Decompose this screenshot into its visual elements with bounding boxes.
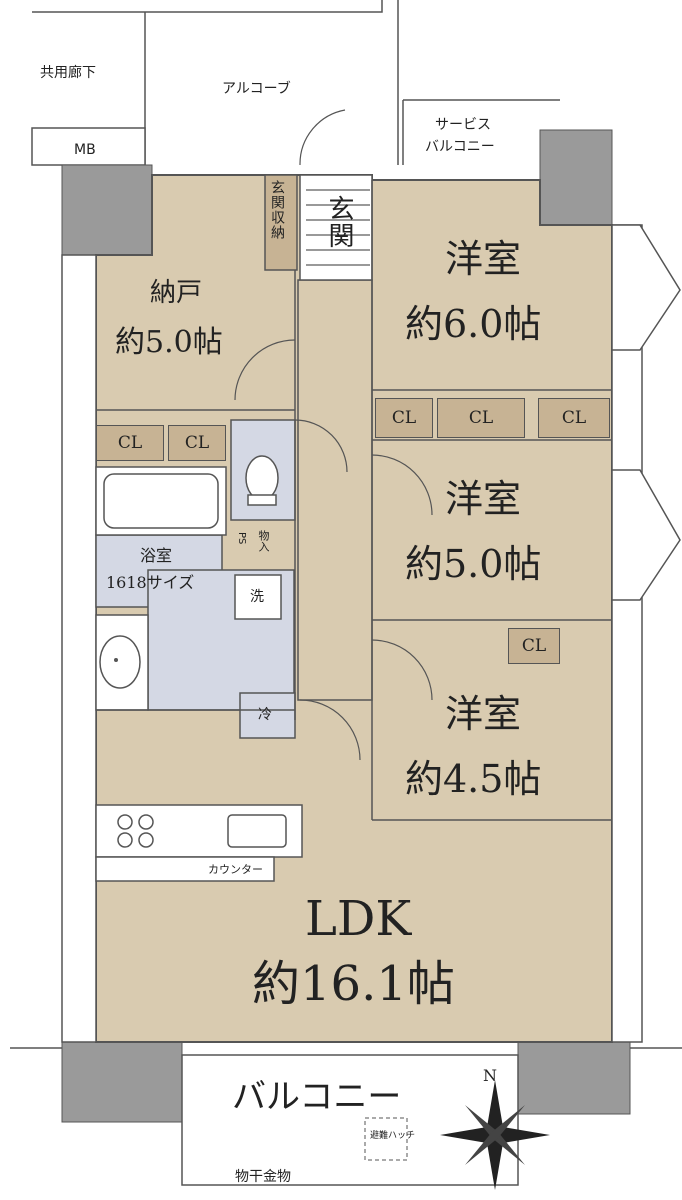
evac-hatch-label: 避難ハッチ bbox=[370, 1131, 416, 1141]
western-room-1-name: 洋室 bbox=[445, 237, 522, 281]
door-swings bbox=[234, 109, 433, 761]
structural-walls bbox=[61, 129, 631, 1123]
evac-hatch bbox=[364, 1117, 408, 1161]
western-room-1-size: 約6.0帖 bbox=[405, 302, 542, 346]
alcove-label: アルコーブ bbox=[222, 81, 291, 97]
closet-storage-1: CL bbox=[96, 425, 164, 461]
room-partitions bbox=[96, 180, 612, 821]
closet-western1-2: CL bbox=[437, 398, 525, 438]
north-label: N bbox=[483, 1066, 497, 1085]
outer-walls bbox=[61, 224, 643, 1043]
fridge-label: 冷 bbox=[258, 707, 272, 723]
balcony-label: バルコニー bbox=[232, 1077, 402, 1117]
bathtub bbox=[95, 466, 227, 536]
closet-storage-2: CL bbox=[168, 425, 226, 461]
western-room-2-name: 洋室 bbox=[445, 477, 522, 521]
entrance-storage bbox=[264, 174, 298, 271]
hallway bbox=[297, 279, 373, 701]
western-room-3-size: 約4.5帖 bbox=[405, 757, 542, 801]
closet-western3: CL bbox=[508, 628, 560, 664]
washer-pan bbox=[234, 574, 282, 620]
storage-room-size: 約5.0帖 bbox=[115, 325, 223, 360]
closet-western2: CL bbox=[538, 398, 610, 438]
closet-western1-1: CL bbox=[375, 398, 433, 438]
corridor-label: 共用廊下 bbox=[40, 65, 96, 81]
ldk-size: 約16.1帖 bbox=[252, 956, 455, 1012]
service-balcony-label-1: サービス bbox=[435, 117, 491, 133]
ps-label: PS bbox=[236, 532, 247, 545]
washbasin bbox=[95, 614, 149, 711]
entrance-floor bbox=[299, 174, 373, 281]
bath-name: 浴室 bbox=[140, 546, 173, 565]
balcony-area bbox=[181, 1054, 519, 1186]
entrance-storage-label: 玄関収納 bbox=[269, 180, 285, 240]
washer-label: 洗 bbox=[250, 589, 264, 605]
storage-small-label: 物入 bbox=[257, 530, 270, 552]
western-room-2-size: 約5.0帖 bbox=[405, 542, 542, 586]
entrance-label: 玄関 bbox=[324, 195, 354, 249]
mb-label: MB bbox=[74, 142, 96, 158]
western-room-3-name: 洋室 bbox=[445, 692, 522, 736]
compass-icon bbox=[440, 1080, 550, 1190]
bay-windows bbox=[611, 224, 681, 601]
drying-rack-label: 物干金物 bbox=[235, 1169, 291, 1185]
storage-room-name: 納戸 bbox=[150, 278, 203, 308]
counter-label: カウンター bbox=[208, 863, 263, 876]
service-balcony-label-2: バルコニー bbox=[425, 139, 495, 155]
toilet bbox=[245, 455, 279, 506]
kitchen-counter bbox=[95, 804, 303, 882]
ldk-name: LDK bbox=[305, 891, 412, 947]
bath-size: 1618サイズ bbox=[106, 573, 195, 592]
